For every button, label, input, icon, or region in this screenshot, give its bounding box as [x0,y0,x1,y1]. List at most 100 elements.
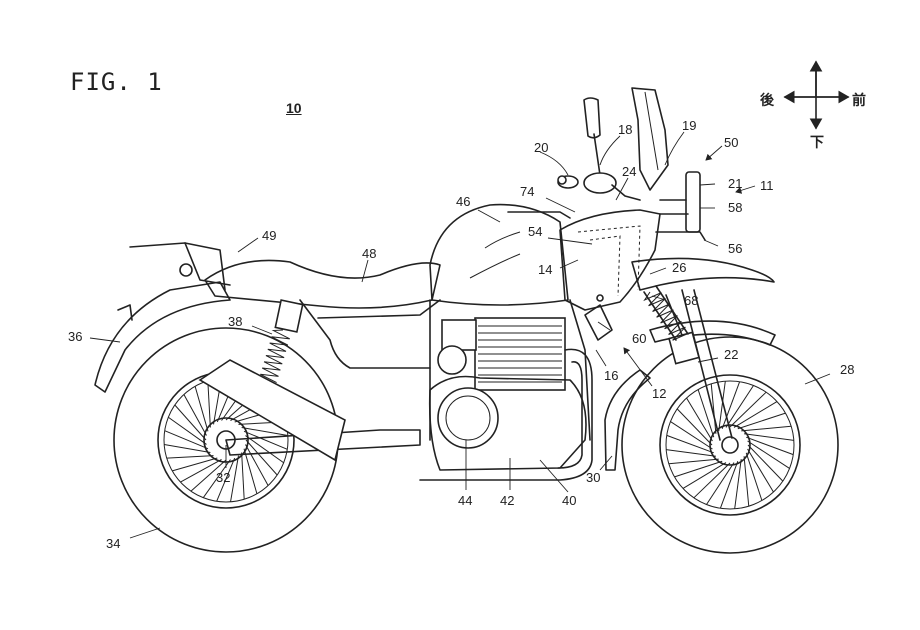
wheel-spoke [697,389,715,438]
ref-18: 18 [618,122,632,137]
wheel-spoke [733,401,778,428]
ref-21: 21 [728,176,742,191]
wheel-spoke [180,459,222,483]
wheel-spoke [668,458,719,465]
wheel-spoke [721,381,741,429]
wheel-spoke [230,455,239,502]
front-fork [665,289,733,441]
front-upper-fender-26 [631,257,775,291]
direction-down-label: 下 [810,135,824,151]
ref-36: 36 [68,329,82,344]
wheel-spoke [164,430,209,450]
ref-68: 68 [684,293,698,308]
main-reference-numeral: 10 [286,100,302,116]
ref-34: 34 [106,536,120,551]
wheel-spoke [746,436,794,456]
wheel-spoke [174,404,207,441]
ref-46: 46 [456,194,470,209]
ref-60: 60 [632,331,646,346]
ref-20: 20 [534,140,548,155]
swing-arm [225,429,421,456]
wheel-spoke [693,462,731,499]
wheel-spoke [686,397,713,442]
wheel-spoke [190,459,227,492]
ref-40: 40 [562,493,576,508]
wheel-spoke [718,381,726,431]
wheel-spoke [744,433,794,441]
wheel-spoke [168,416,207,445]
wheel-spoke [241,427,288,436]
ref-56: 56 [728,241,742,256]
ref-24: 24 [622,164,636,179]
wheel-spoke [666,449,716,457]
ref-30: 30 [586,470,600,485]
ref-28: 28 [840,362,854,377]
ref-58: 58 [728,200,742,215]
mirror-18 [583,97,601,139]
wheel-spoke [243,448,258,494]
engine-42 [428,317,587,471]
front-shock-68 [643,285,690,341]
headlight-stay-60 [584,304,613,341]
ref-50: 50 [724,135,738,150]
wheel-spoke [747,448,774,493]
wheel-spoke [194,386,209,432]
wheel-spoke [666,434,714,454]
front-guard-frame [655,171,706,241]
wheel-spoke [719,461,739,509]
wheel-spoke [172,457,218,472]
wheel-spoke [741,425,792,432]
wheel-spoke [747,444,784,482]
wheel-spoke [207,380,211,428]
ref-32: 32 [216,470,230,485]
wheel-spoke [216,457,236,502]
wheel-spoke [729,391,767,428]
windscreen-19 [631,87,669,191]
ref-49: 49 [262,228,276,243]
ref-11: 11 [760,178,774,193]
figure-title: FIG. 1 [70,68,163,96]
exhaust-pipe-40 [419,348,593,481]
wheel-spoke [682,462,727,489]
reference-labels: 11 12 14 16 18 19 20 21 22 24 26 28 30 3… [68,118,854,551]
wheel-spoke [670,421,713,450]
seat-48 [204,259,441,309]
wheel-spoke [706,462,735,505]
wheel-spoke [166,455,214,459]
wheel-spoke [710,383,717,434]
wheel-spoke [737,412,786,430]
handlebar [557,172,641,201]
direction-rear-label: 後 [760,93,774,109]
wheel-spoke [743,456,750,507]
rear-fender-36 [94,281,231,393]
ref-12: 12 [652,386,666,401]
ref-38: 38 [228,314,242,329]
leader-lines [89,131,831,539]
fuel-tank-46 [429,203,569,306]
ref-14: 14 [538,262,552,277]
wheel-spoke [245,439,278,476]
ref-48: 48 [362,246,376,261]
direction-compass [783,60,850,130]
rear-shock-38 [260,299,304,384]
wheel-spoke [745,452,763,501]
wheel-spoke [674,460,723,478]
wheel-spoke [734,459,742,509]
wheel-spoke [183,394,207,436]
ref-44: 44 [458,493,472,508]
main-frame [299,299,591,441]
ref-19: 19 [682,118,696,133]
ref-54: 54 [528,224,542,239]
wheel-spoke [164,444,211,453]
ref-22: 22 [724,347,738,362]
ref-42: 42 [500,493,514,508]
wheel-spoke [676,408,713,446]
wheel-spoke [725,385,754,428]
direction-front-label: 前 [852,93,866,109]
ref-74: 74 [520,184,534,199]
wheel-spoke [241,452,245,500]
muffler [198,359,346,462]
front-mudguard-30 [604,369,651,471]
ref-26: 26 [672,260,686,275]
